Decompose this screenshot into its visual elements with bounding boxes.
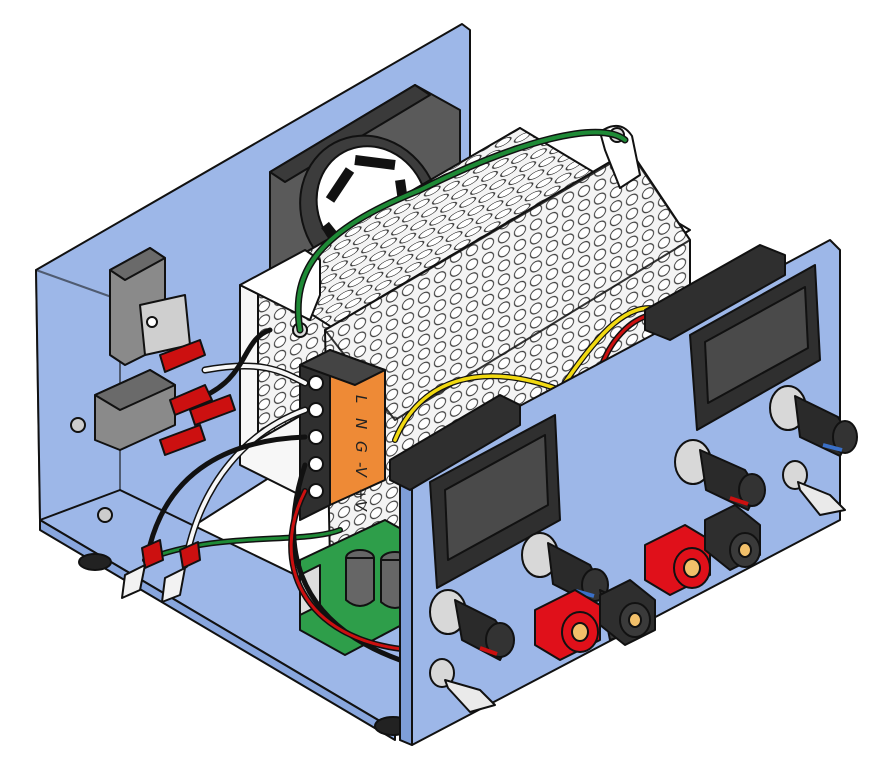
terminal-label-l: L	[352, 395, 370, 403]
terminal-block: L N G -V +V	[299, 349, 386, 521]
terminal-label-minus-v: -V	[352, 462, 370, 479]
binding-post-icon-black-2	[704, 504, 761, 571]
crimp-terminals	[121, 339, 236, 603]
toggle-switch-icon	[429, 658, 496, 713]
binding-post-icon-black	[599, 579, 656, 646]
terminal-label-n: N	[352, 418, 370, 429]
binding-post-icon-red-2	[644, 524, 711, 596]
terminal-label-plus-v: +V	[352, 488, 370, 513]
panel-meter-icon-right	[689, 264, 821, 431]
terminal-label-g: G	[352, 441, 370, 453]
fuse-holder-icon	[70, 369, 176, 523]
potentiometer-knob-icon-3	[674, 439, 766, 511]
toggle-switch-icon-2	[782, 460, 846, 516]
meter-housings	[389, 244, 786, 491]
iec-power-inlet-icon	[109, 247, 191, 366]
binding-post-icon	[534, 589, 601, 661]
panel-meter-icon	[429, 414, 561, 589]
terminal-screws	[308, 375, 324, 499]
potentiometer-knob-icon-4	[769, 385, 858, 457]
potentiometer-knob-icon	[429, 589, 515, 661]
